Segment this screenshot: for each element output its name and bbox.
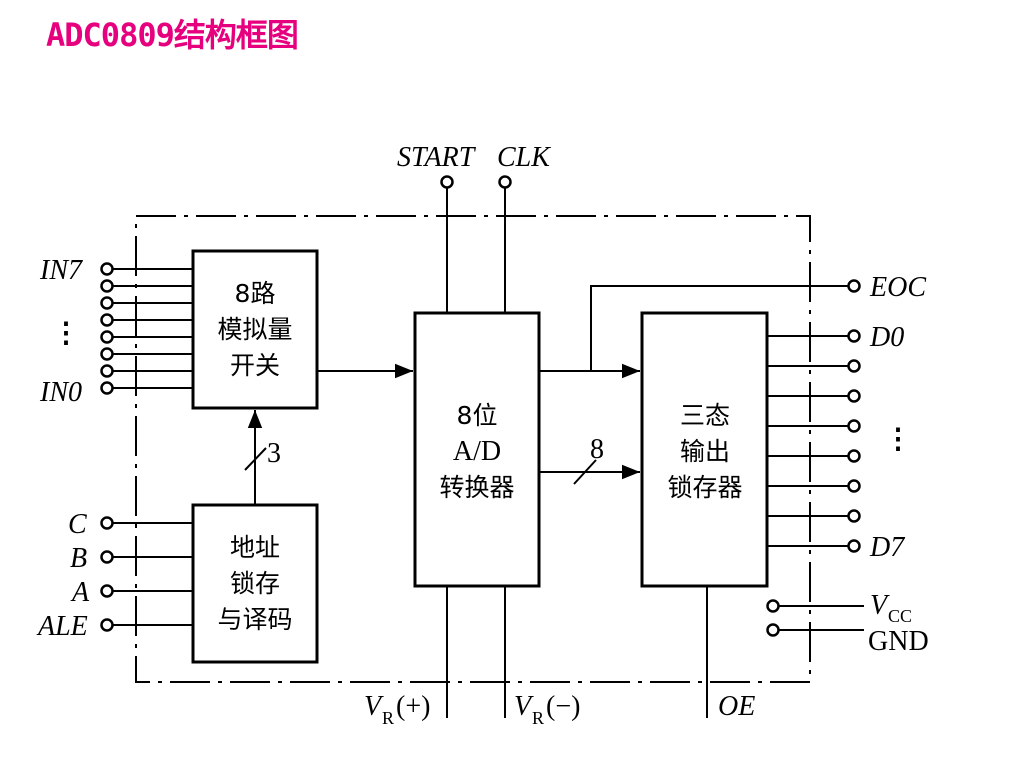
latch-label-3: 锁存器 [667, 473, 742, 502]
latch-block [640, 311, 769, 588]
d7-label: D7 [869, 532, 905, 563]
addr-c-label: C [68, 509, 87, 540]
addr-bus-slash [244, 447, 267, 471]
vr-plus-label: V [364, 691, 384, 722]
vcc-subscript: CC [888, 606, 912, 626]
d0-label: D0 [869, 322, 904, 353]
latch-label-2: 输出 [680, 437, 730, 466]
address-input-lines [100, 516, 193, 632]
slide-title: ADC0809结构框图 [46, 16, 299, 54]
analog-input-lines [100, 262, 193, 395]
adc-label-1: 8位 [457, 401, 498, 430]
mux-label-3: 开关 [230, 351, 280, 380]
inputs-ellipsis: ⋮ [52, 318, 80, 349]
bottom-lines [446, 586, 708, 718]
addr-b-label: B [70, 543, 87, 574]
vr-minus-subscript: R [532, 708, 544, 728]
addr-label-1: 地址 [230, 533, 280, 562]
addr-a-label: A [70, 577, 90, 608]
eoc-label: EOC [869, 272, 926, 303]
vr-plus-suffix: (+) [396, 691, 430, 722]
addr-bus-width: 3 [267, 438, 281, 469]
start-label: START [397, 142, 477, 173]
latch-label-1: 三态 [680, 401, 730, 430]
addr-label-2: 锁存 [230, 569, 280, 598]
mux-label-1: 8路 [235, 279, 276, 308]
vr-minus-suffix: (−) [546, 691, 580, 722]
data-bus-slash [573, 459, 597, 485]
chip-boundary [135, 215, 811, 683]
clk-label: CLK [497, 142, 551, 173]
eoc-terminal [847, 279, 861, 293]
adc-label-2: A/D [453, 436, 501, 467]
adc-block [413, 311, 541, 588]
data-output-lines [767, 329, 861, 553]
data-bus-width: 8 [590, 434, 604, 465]
power-lines [766, 599, 864, 637]
oe-label: OE [718, 691, 755, 722]
mux-block [191, 249, 319, 410]
vr-minus-label: V [514, 691, 534, 722]
in7-label: IN7 [39, 255, 83, 286]
vr-plus-subscript: R [382, 708, 394, 728]
eoc-line [590, 285, 849, 371]
start-clk-lines [440, 175, 512, 313]
mux-label-2: 模拟量 [217, 315, 292, 344]
vcc-label: V [870, 590, 890, 621]
outputs-ellipsis: ⋮ [884, 424, 912, 455]
in0-label: IN0 [39, 377, 82, 408]
ale-label: ALE [36, 611, 88, 642]
adc-label-3: 转换器 [439, 473, 514, 502]
gnd-label: GND [868, 626, 929, 657]
addr-label-3: 与译码 [217, 605, 292, 634]
